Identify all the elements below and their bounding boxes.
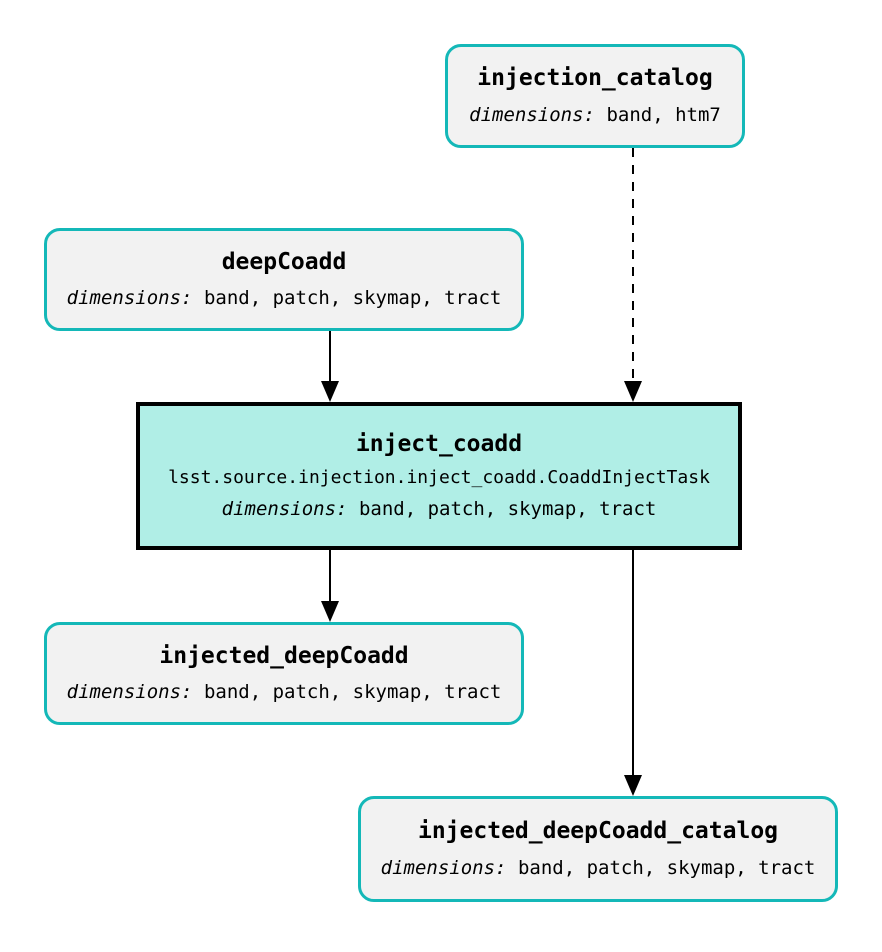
- dimensions-label: dimensions:: [66, 681, 193, 704]
- arrowhead-icon: [321, 601, 339, 622]
- edge-inject_coadd-to-injected_deepCoadd: [321, 550, 339, 622]
- node-injected-deepCoadd-catalog: injected_deepCoadd_catalog dimensions: b…: [358, 796, 838, 902]
- dimensions-label: dimensions:: [66, 287, 193, 310]
- node-dimensions: dimensions: band, htm7: [469, 103, 721, 126]
- node-dimensions: dimensions: band, patch, skymap, tract: [380, 856, 816, 879]
- dimensions-value: band, htm7: [606, 103, 721, 126]
- node-title: injected_deepCoadd_catalog: [417, 818, 779, 845]
- node-deepCoadd: deepCoadd dimensions: band, patch, skyma…: [44, 228, 524, 331]
- arrowhead-icon: [321, 381, 339, 402]
- node-title: inject_coadd: [355, 431, 523, 457]
- edge-deepCoadd-to-inject_coadd: [321, 331, 339, 402]
- edge-inject_coadd-to-injected_deepCoadd_catalog: [624, 550, 642, 796]
- edge-injection_catalog-to-inject_coadd: [624, 148, 642, 402]
- task-class-path: lsst.source.injection.inject_coadd.Coadd…: [168, 467, 710, 489]
- dimensions-value: band, patch, skymap, tract: [203, 681, 502, 704]
- arrowhead-icon: [624, 381, 642, 402]
- node-title: deepCoadd: [221, 248, 347, 275]
- node-title: injected_deepCoadd: [159, 642, 409, 669]
- node-inject-coadd-task: inject_coadd lsst.source.injection.injec…: [136, 402, 742, 550]
- dimensions-label: dimensions:: [221, 498, 348, 521]
- node-dimensions: dimensions: band, patch, skymap, tract: [222, 499, 657, 520]
- node-injected-deepCoadd: injected_deepCoadd dimensions: band, pat…: [44, 622, 524, 725]
- node-title: injection_catalog: [477, 65, 713, 92]
- dimensions-label: dimensions:: [469, 103, 595, 126]
- dimensions-value: band, patch, skymap, tract: [203, 287, 502, 310]
- node-dimensions: dimensions: band, patch, skymap, tract: [67, 288, 502, 309]
- dimensions-value: band, patch, skymap, tract: [358, 498, 657, 521]
- node-injection-catalog: injection_catalog dimensions: band, htm7: [445, 44, 745, 148]
- dimensions-label: dimensions:: [380, 856, 507, 879]
- arrowhead-icon: [624, 775, 642, 796]
- node-dimensions: dimensions: band, patch, skymap, tract: [67, 682, 502, 703]
- dimensions-value: band, patch, skymap, tract: [517, 856, 816, 879]
